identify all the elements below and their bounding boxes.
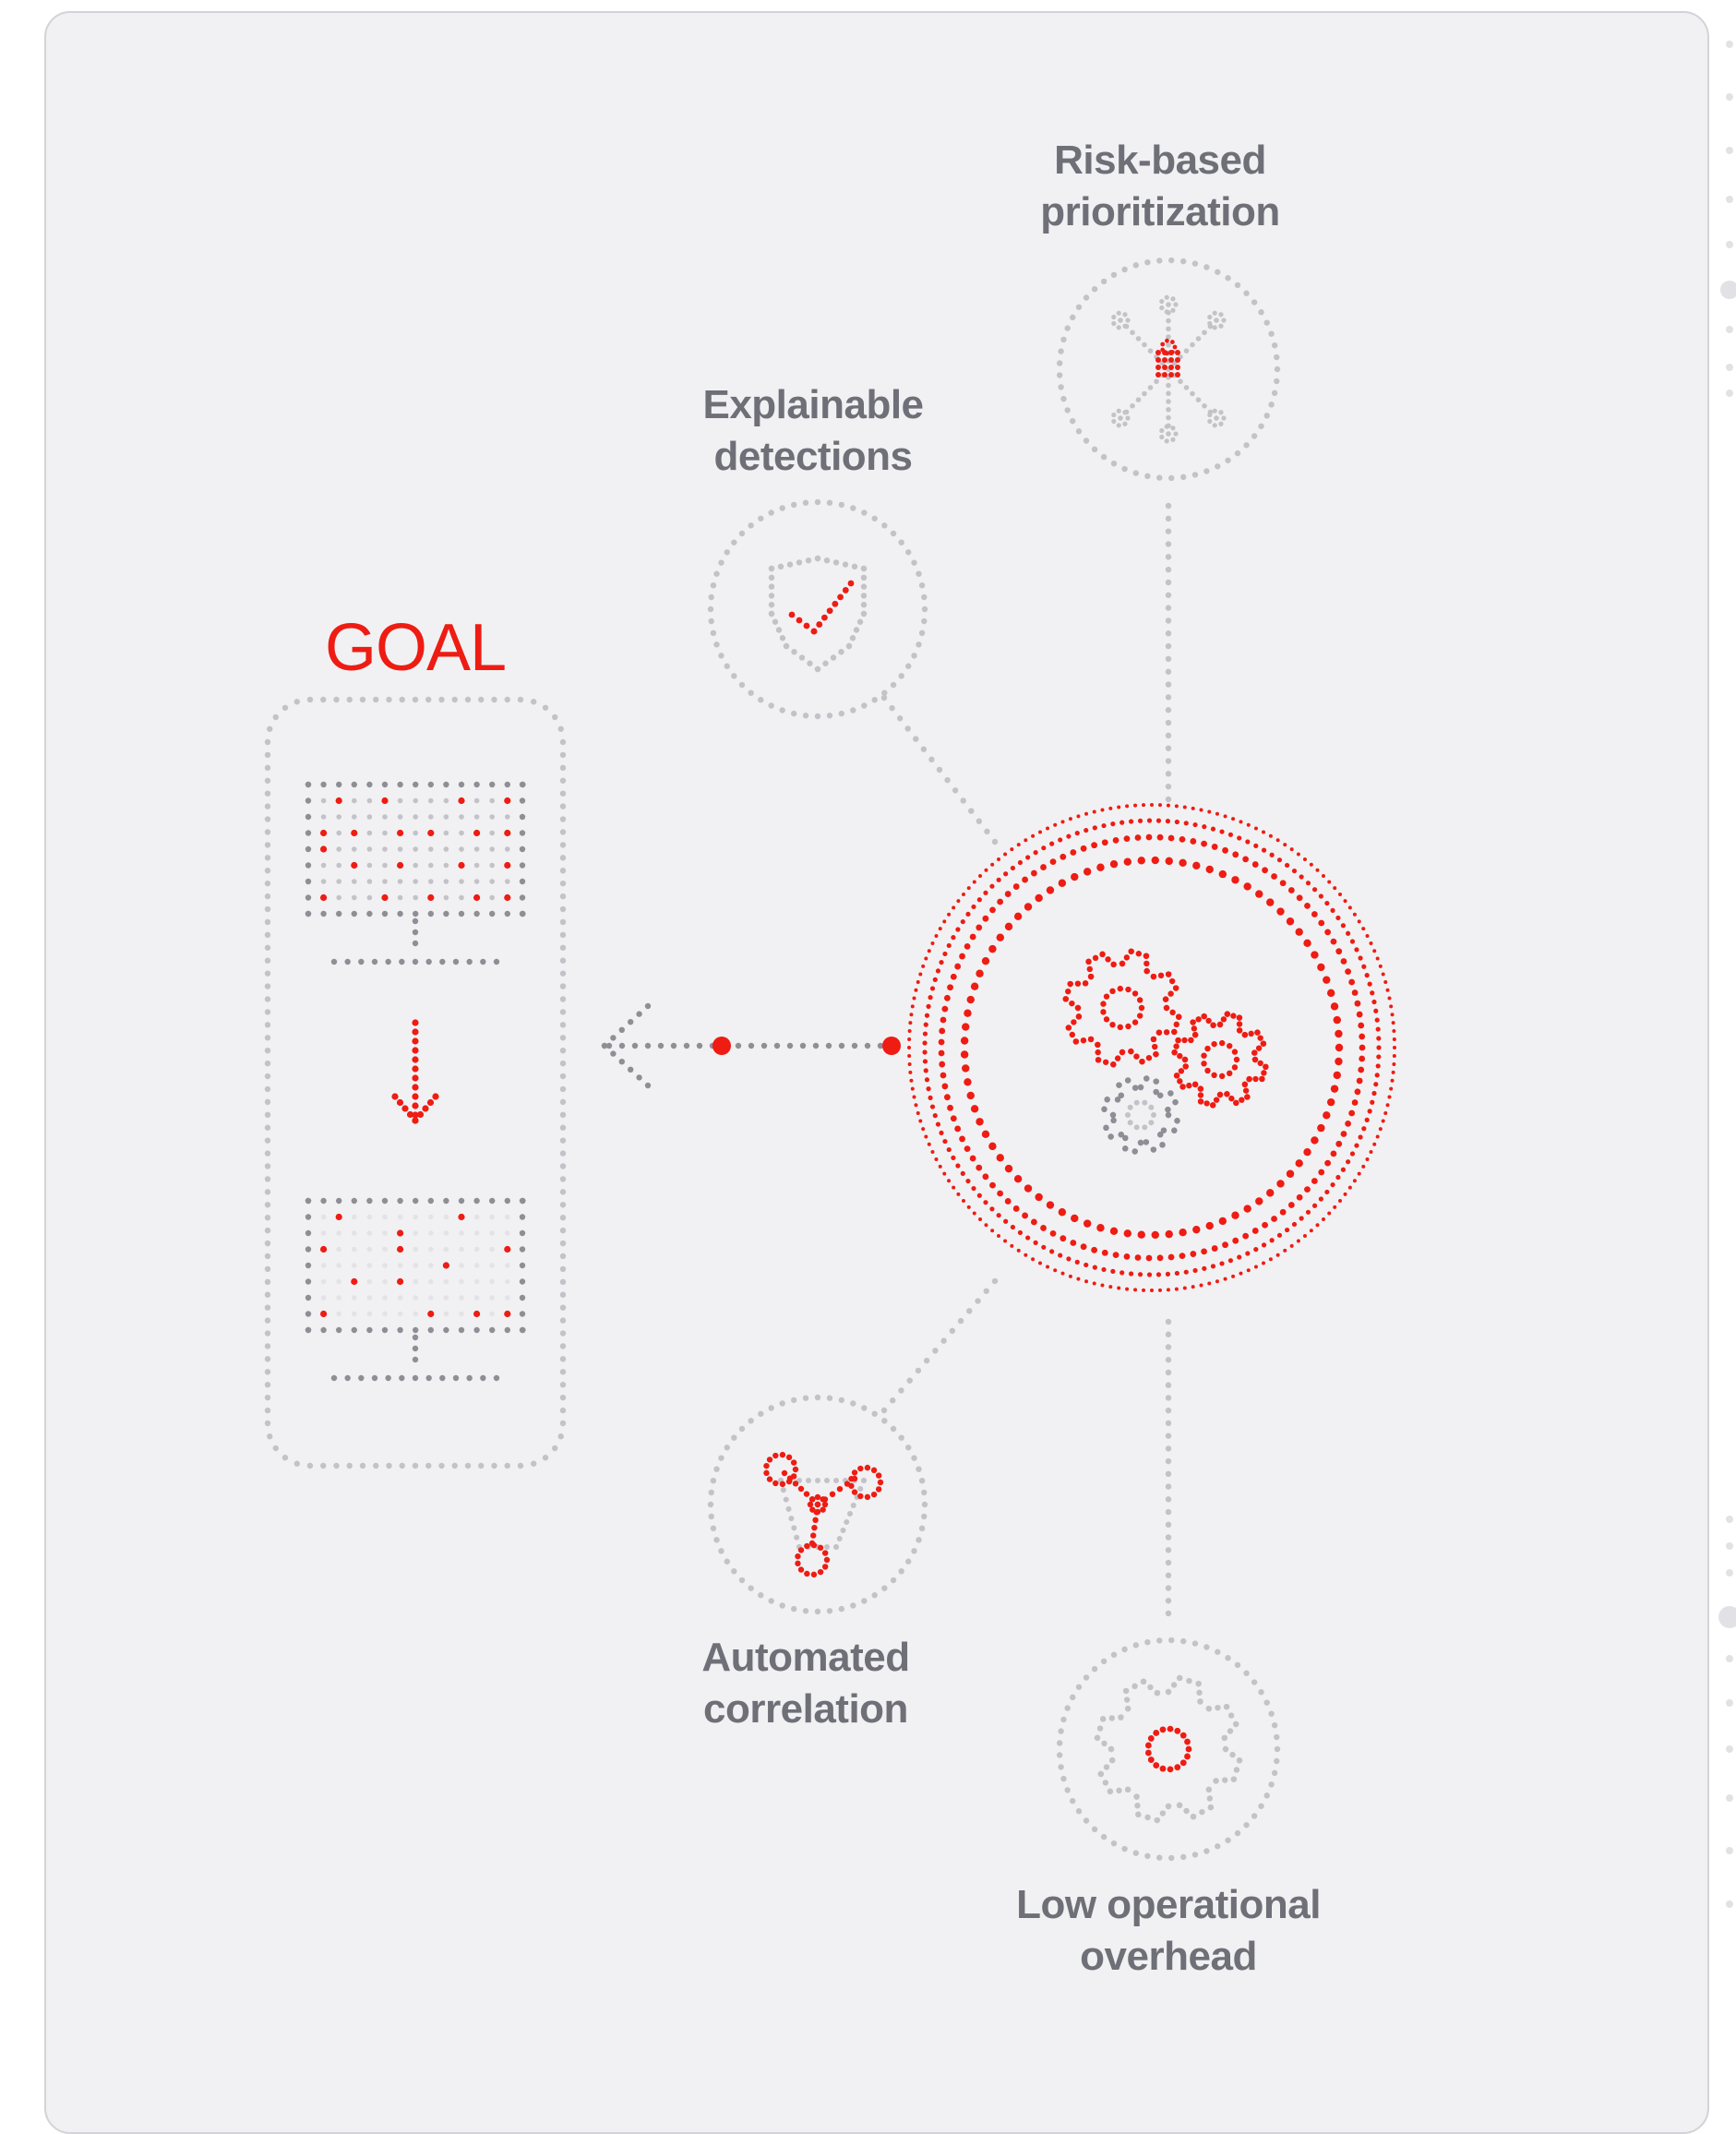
overhead-label-line2: overhead: [1080, 1934, 1257, 1979]
risk-label-line2: prioritization: [1040, 189, 1280, 234]
gear-icon: [1094, 1674, 1243, 1824]
linked-nodes-icon: [763, 1451, 884, 1578]
correlation-label-line2: correlation: [703, 1686, 908, 1732]
diagram-card: [44, 11, 1709, 2134]
low-operational-overhead-label: Low operational overhead: [1016, 1879, 1321, 1983]
goal-arrow: [601, 1002, 901, 1089]
network-lock-icon: [1111, 294, 1227, 444]
shield-check-icon: [768, 555, 868, 673]
connector-lines: [880, 502, 1172, 1617]
explainable-label-line2: detections: [713, 434, 913, 479]
automated-correlation-label: Automated correlation: [701, 1632, 910, 1735]
arrow-node-dot: [712, 1037, 731, 1055]
automated-correlation-node: [707, 1394, 928, 1615]
low-operational-overhead-node: [1056, 1636, 1281, 1862]
explainable-detections-label: Explainable detections: [702, 379, 924, 483]
down-arrow-icon: [391, 1019, 439, 1124]
risk-label-line1: Risk-based: [1054, 138, 1266, 183]
correlation-label-line1: Automated: [701, 1635, 910, 1680]
hub-rings: [907, 803, 1396, 1292]
goal-title: GOAL: [324, 611, 507, 685]
monitor-before: [305, 781, 526, 965]
overhead-label-line1: Low operational: [1016, 1882, 1321, 1927]
scroll-edge-decoration: [1718, 41, 1736, 1908]
gears-icon: [1062, 948, 1269, 1155]
goal-panel: [264, 696, 567, 1469]
monitor-after: [305, 1197, 526, 1382]
explainable-detections-node: [707, 498, 928, 720]
risk-prioritization-label: Risk-based prioritization: [1040, 135, 1280, 238]
risk-prioritization-node: [1056, 257, 1281, 482]
hub-node-dot: [882, 1037, 901, 1055]
explainable-label-line1: Explainable: [702, 382, 924, 427]
